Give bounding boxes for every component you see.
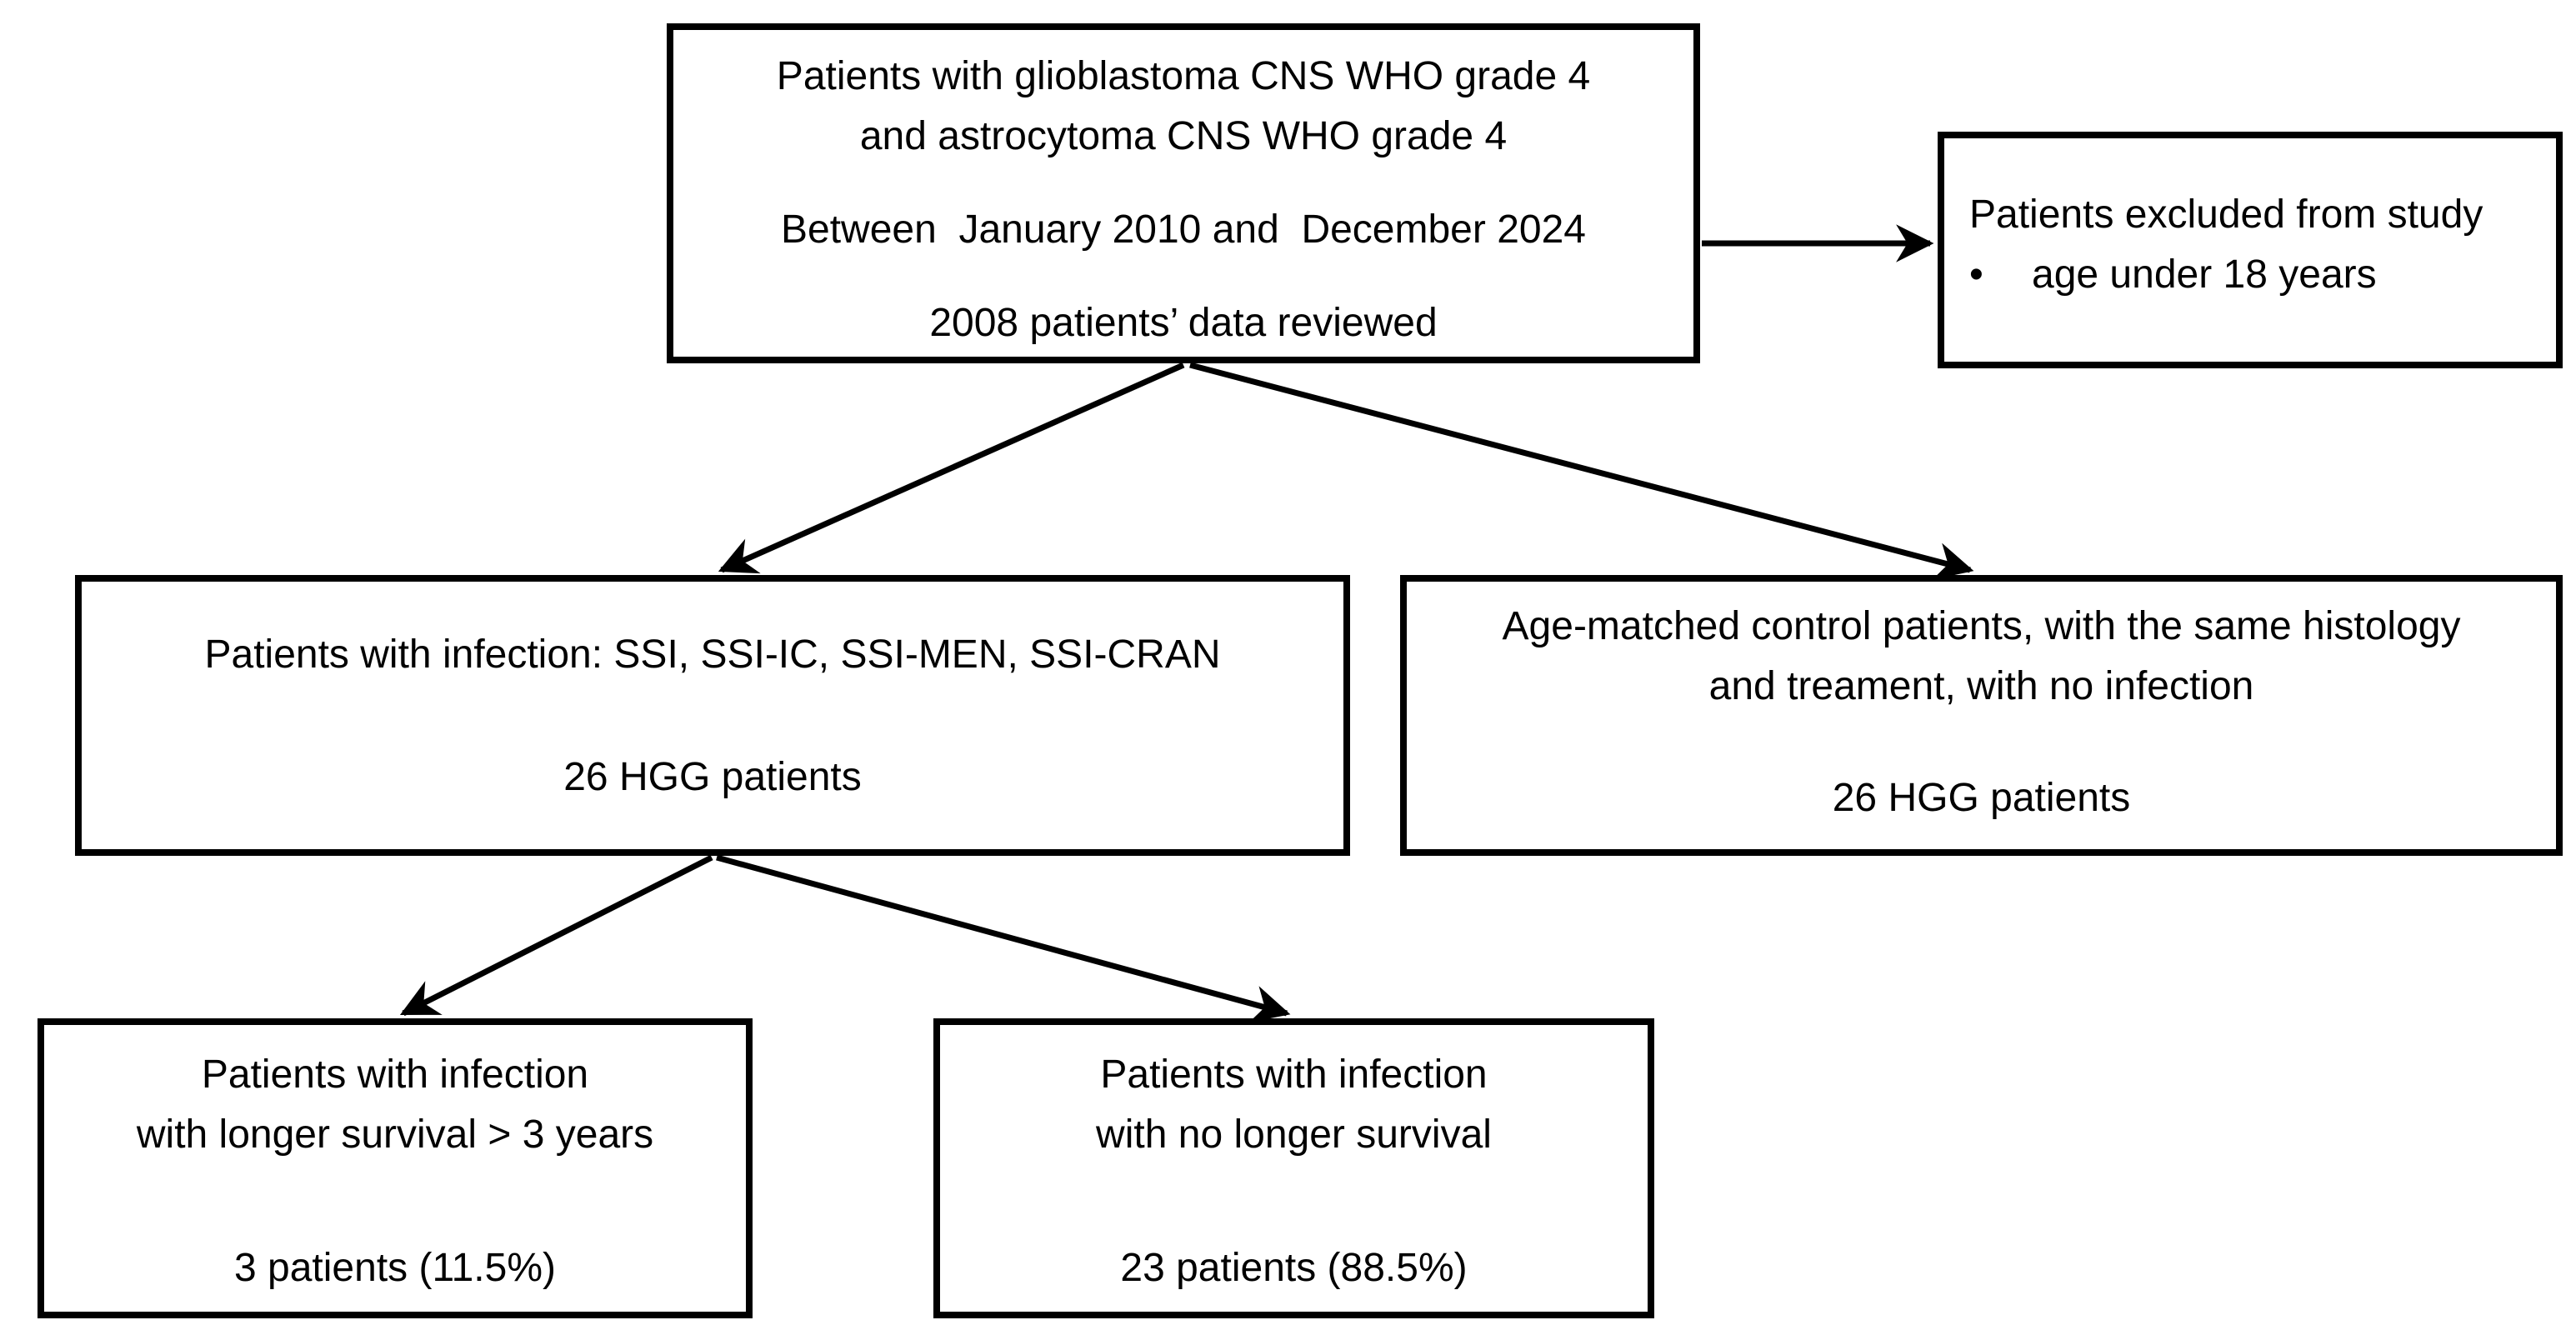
no-longer-survival-count: 23 patients (88.5%): [1120, 1246, 1468, 1290]
excluded-bullet-item: • age under 18 years: [1969, 245, 2536, 305]
arrow-enrollment-to-infection: [718, 362, 1185, 574]
infection-box: Patients with infection: SSI, SSI-IC, SS…: [75, 575, 1350, 856]
arrow-infection-to-longer-survival: [399, 854, 713, 1017]
longer-survival-box: Patients with infection with longer surv…: [38, 1018, 753, 1318]
no-longer-survival-box: Patients with infection with no longer s…: [933, 1018, 1654, 1318]
enrollment-title-line1: Patients with glioblastoma CNS WHO grade…: [776, 54, 1591, 98]
control-description-line1: Age-matched control patients, with the s…: [1502, 604, 2461, 648]
control-box: Age-matched control patients, with the s…: [1400, 575, 2563, 856]
no-longer-survival-line2: with no longer survival: [1096, 1112, 1492, 1157]
excluded-box: Patients excluded from study • age under…: [1938, 132, 2563, 368]
control-description-line2: and treament, with no infection: [1708, 664, 2254, 708]
longer-survival-line2: with longer survival > 3 years: [136, 1112, 654, 1157]
enrollment-period: Between January 2010 and December 2024: [781, 208, 1586, 252]
excluded-bullet-text: age under 18 years: [2032, 252, 2377, 297]
control-count: 26 HGG patients: [1832, 776, 2131, 820]
infection-description: Patients with infection: SSI, SSI-IC, SS…: [204, 632, 1221, 677]
enrollment-box: Patients with glioblastoma CNS WHO grade…: [667, 23, 1700, 363]
excluded-title: Patients excluded from study: [1969, 192, 2483, 237]
arrow-infection-to-no-longer-survival: [716, 854, 1291, 1023]
enrollment-reviewed-count: 2008 patients’ data reviewed: [929, 301, 1438, 345]
longer-survival-line1: Patients with infection: [201, 1052, 589, 1097]
enrollment-title-line2: and astrocytoma CNS WHO grade 4: [859, 114, 1508, 158]
infection-count: 26 HGG patients: [563, 755, 862, 799]
longer-survival-count: 3 patients (11.5%): [234, 1246, 556, 1290]
bullet-icon: •: [1969, 252, 1983, 297]
no-longer-survival-line1: Patients with infection: [1100, 1052, 1488, 1097]
arrow-enrollment-to-control: [1189, 362, 1974, 580]
